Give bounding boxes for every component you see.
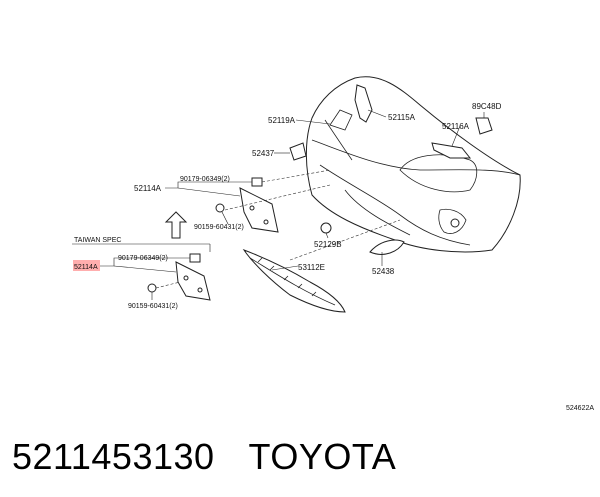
plug-52129B[interactable] xyxy=(320,222,332,234)
footer: 5211453130 TOYOTA xyxy=(12,432,396,482)
label-52129B: 52129B xyxy=(314,240,342,249)
plate-bracket-52114A-upper[interactable] xyxy=(239,187,279,233)
sensor-89C48D[interactable] xyxy=(475,117,493,135)
plate-bracket-52114A-lower[interactable] xyxy=(175,261,211,301)
highlight-box xyxy=(73,260,100,271)
label-52114A: 52114A xyxy=(134,184,162,193)
bolt-90159-upper[interactable] xyxy=(215,203,225,213)
parts-diagram: 52119A 52115A 89C48D 52116A 52437 52114A… xyxy=(72,76,594,412)
clip-90179-lower[interactable] xyxy=(189,253,201,263)
bolt-90159-lower[interactable] xyxy=(147,283,157,293)
label-89C48D: 89C48D xyxy=(472,102,502,111)
cover-52438[interactable] xyxy=(369,239,405,255)
bracket-52116A[interactable] xyxy=(431,142,472,159)
label-53112E: 53112E xyxy=(298,263,325,272)
cover-52437[interactable] xyxy=(289,142,307,161)
grille-53112E[interactable] xyxy=(242,248,346,313)
clip-90179-upper[interactable] xyxy=(251,177,263,187)
bracket-52115A[interactable] xyxy=(354,84,373,123)
label-52114A-highlight[interactable]: 52114A xyxy=(74,264,98,271)
label-52116A: 52116A xyxy=(442,122,470,131)
label-52437: 52437 xyxy=(252,149,275,158)
direction-arrow xyxy=(164,211,188,239)
label-90159-lower: 90159-60431(2) xyxy=(128,303,178,310)
label-52119A: 52119A xyxy=(268,116,296,125)
label-52115A: 52115A xyxy=(388,113,416,122)
label-52438: 52438 xyxy=(372,267,395,276)
label-90179-lower: 90179-06349(2) xyxy=(118,255,168,262)
front-bumper-cover[interactable] xyxy=(305,76,521,253)
part-number: 5211453130 xyxy=(12,436,215,477)
label-diagram-code: 524622A xyxy=(566,405,594,412)
label-90179-upper: 90179-06349(2) xyxy=(180,176,230,183)
brand-name: TOYOTA xyxy=(248,436,397,477)
leader-lines xyxy=(72,109,485,300)
label-taiwan-spec: TAIWAN SPEC xyxy=(74,237,121,244)
label-90159-upper: 90159-60431(2) xyxy=(194,224,244,231)
